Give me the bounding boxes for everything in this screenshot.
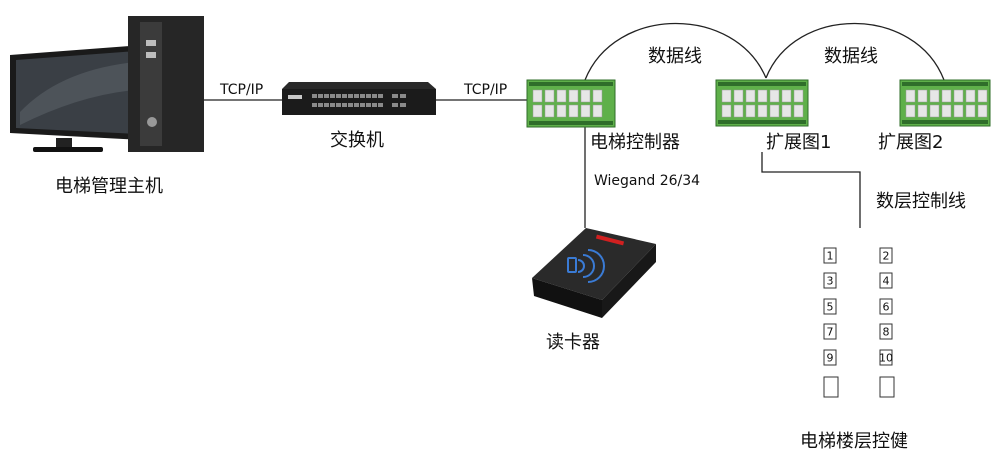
floor-button-label: 1 [827, 250, 834, 263]
switch-top [282, 82, 436, 89]
controller-label: 电梯控制器 [590, 132, 680, 153]
floor-button: 9 [823, 349, 837, 366]
floor-button-frame [823, 323, 837, 340]
switch-label: 交换机 [330, 130, 384, 151]
floor-button-frame [823, 298, 837, 315]
expansion2-label: 扩展图2 [878, 132, 943, 153]
floor-button: 2 [879, 247, 893, 264]
floor-button-label: 2 [883, 250, 890, 263]
floor-button-label: 3 [827, 275, 834, 288]
floor-button-label: 10 [879, 352, 893, 365]
card-reader [532, 228, 656, 318]
controller-pcb [526, 79, 616, 128]
floor-button-label: 9 [827, 352, 834, 365]
floor-button-frame [823, 376, 839, 398]
switch-front [282, 89, 436, 115]
monitor-neck [56, 138, 72, 148]
tower-drive-slot [146, 40, 156, 46]
floor-button: 5 [823, 298, 837, 315]
network-switch [282, 82, 436, 115]
connection-lines [204, 22, 945, 228]
floor-button-label: 8 [883, 326, 890, 339]
data-line-label-1: 数据线 [648, 46, 702, 67]
reader-side-right [602, 244, 656, 318]
floor-button-frame [879, 349, 893, 366]
floor-button: 3 [823, 272, 837, 289]
switch-ports [312, 94, 406, 107]
floor-button-grid: 1 2 3 4 5 6 7 8 9 10 [823, 247, 895, 398]
floor-button-frame [879, 298, 893, 315]
floor-button-label: 6 [883, 301, 890, 314]
floor-button-label: 5 [827, 301, 834, 314]
host-computer [10, 16, 204, 152]
floor-button-frame [879, 376, 895, 398]
expansion1-label: 扩展图1 [766, 132, 831, 153]
hp-logo-icon [147, 117, 157, 127]
data-line-arc-2 [765, 22, 945, 81]
floor-button: 8 [879, 323, 893, 340]
floor-button: 6 [879, 298, 893, 315]
floor-button-frame [879, 272, 893, 289]
switch-badge [288, 95, 302, 99]
data-line-label-2: 数据线 [824, 46, 878, 67]
tower-drive-slot-2 [146, 52, 156, 58]
monitor-wallpaper [20, 62, 135, 125]
floor-button: 1 [823, 247, 837, 264]
floor-button-frame [823, 349, 837, 366]
reader-label: 读卡器 [546, 332, 600, 353]
floor-button [879, 376, 895, 398]
floor-button-label: 4 [883, 275, 890, 288]
tower-body [128, 16, 204, 152]
floor-button-frame [823, 272, 837, 289]
tcpip-label-right: TCP/IP [463, 82, 507, 98]
floor-button-frame [879, 247, 893, 264]
tcpip-label-left: TCP/IP [219, 82, 263, 98]
tower-front [140, 22, 162, 146]
rfid-icon [567, 249, 605, 283]
floor-button-label: 7 [827, 326, 834, 339]
expansion-board-2 [899, 79, 991, 127]
monitor-base [33, 147, 103, 152]
floor-control-line-path [761, 152, 861, 228]
floor-buttons-label: 电梯楼层控健 [800, 431, 908, 452]
host-label: 电梯管理主机 [55, 176, 163, 197]
expansion2-pcb [899, 79, 991, 127]
floor-button: 10 [879, 349, 893, 366]
expansion1-pcb [715, 79, 809, 127]
floor-button: 4 [879, 272, 893, 289]
expansion-board-1 [715, 79, 809, 127]
floor-button-frame [823, 247, 837, 264]
controller-board [526, 79, 616, 128]
floor-button [823, 376, 839, 398]
reader-brand-strip [595, 234, 625, 246]
floor-button-frame [879, 323, 893, 340]
floor-control-line-label: 数层控制线 [876, 191, 966, 212]
wiegand-label: Wiegand 26/34 [594, 173, 700, 189]
reader-side-front [532, 278, 602, 318]
floor-button: 7 [823, 323, 837, 340]
data-line-arc-1 [584, 22, 767, 81]
